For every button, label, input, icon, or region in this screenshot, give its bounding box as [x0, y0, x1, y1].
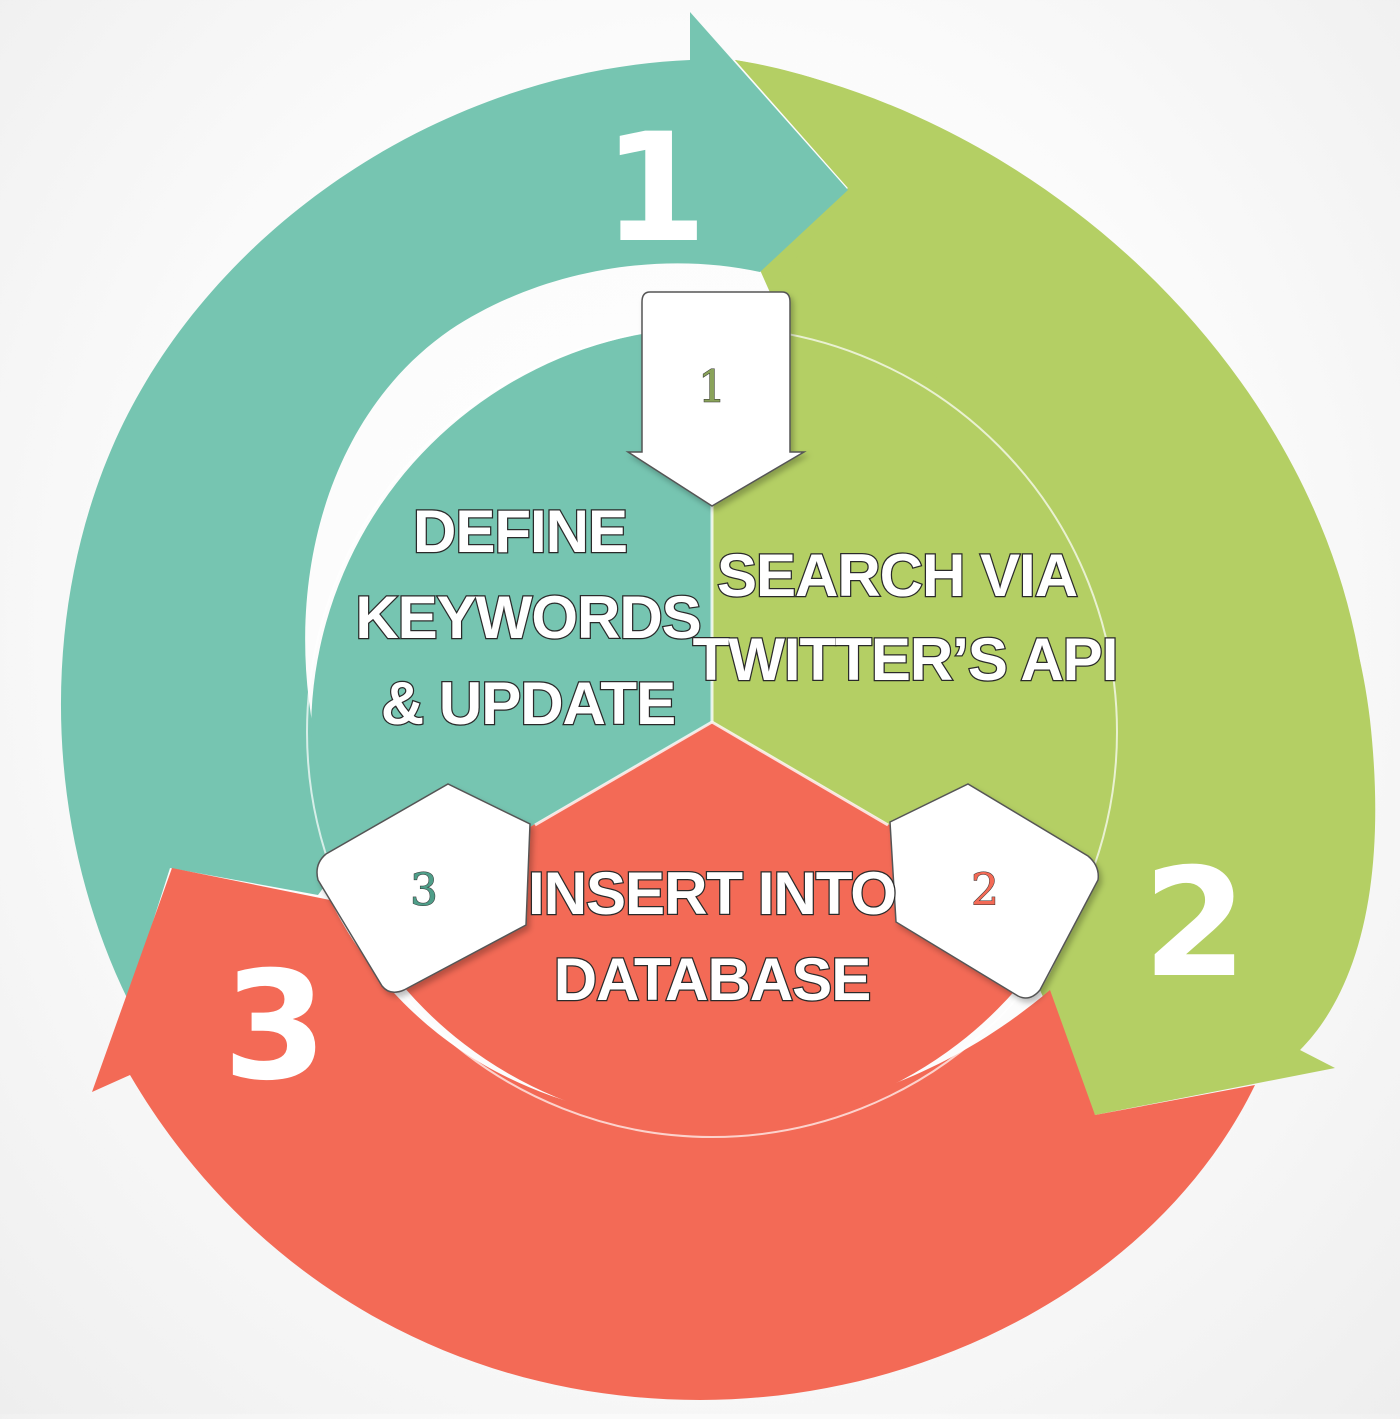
stage-1-big-number: 1 — [603, 102, 707, 276]
badge-3: 3 — [316, 783, 531, 993]
stage-3-title: INSERT INTO DATABASE — [527, 859, 898, 1015]
badge-2-arrow — [889, 783, 1100, 999]
stage-2-big-number: 2 — [1143, 837, 1247, 1011]
badge-3-arrow — [316, 783, 531, 993]
stage-2-title-line: TWITTER’S API — [693, 626, 1118, 693]
stage-3-title-line: DATABASE — [554, 946, 870, 1013]
stage-2-title-line: SEARCH VIA — [717, 542, 1077, 609]
outer-segment-2-body — [735, 60, 1369, 1115]
badge-1-arrow — [625, 291, 807, 507]
inner-sector-2 — [712, 327, 1111, 925]
outer-segment-1 — [60, 12, 849, 1000]
inner-circle — [306, 326, 1118, 1138]
stage-1-title-line: & UPDATE — [381, 670, 675, 737]
badge-1-label: 1 — [698, 362, 726, 413]
inner-sector-1 — [311, 327, 712, 925]
stage-1-title: DEFINE KEYWORDS & UPDATE — [354, 497, 703, 739]
badge-1: 1 — [625, 291, 807, 507]
badge-3-label: 3 — [410, 865, 438, 916]
badge-2: 2 — [889, 783, 1100, 999]
stage-1-title-line: KEYWORDS — [355, 584, 700, 651]
divider-line — [534, 720, 713, 827]
stage-3-big-number: 3 — [223, 940, 327, 1114]
stage-1-title-line: DEFINE — [413, 498, 627, 565]
stage-2-title: SEARCH VIA TWITTER’S API — [691, 541, 1119, 695]
badge-2-label: 2 — [971, 865, 999, 916]
outer-segment-3 — [92, 868, 1255, 1400]
divider-line — [711, 720, 889, 827]
stage-3-title-line: INSERT INTO — [528, 860, 896, 927]
